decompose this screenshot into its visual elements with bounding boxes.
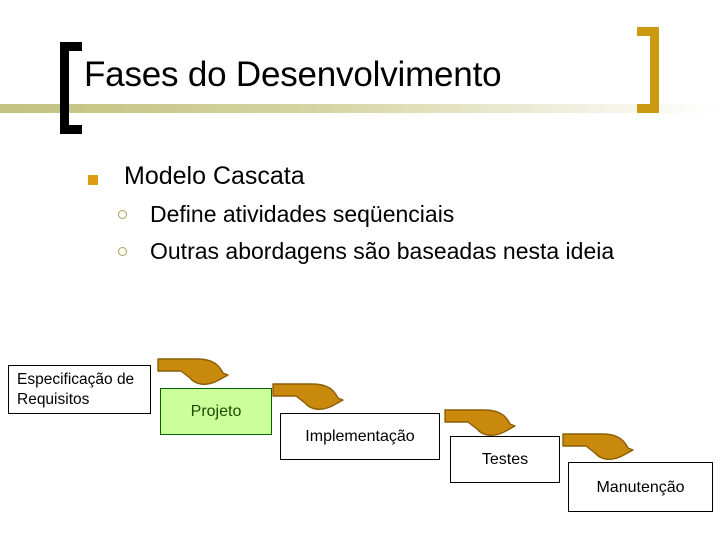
outline-body: Modelo Cascata Define atividades seqüenc… bbox=[0, 158, 720, 268]
flow-box-label: Implementação bbox=[305, 428, 415, 445]
flow-box-label: Especificação de Requisitos bbox=[17, 370, 135, 408]
page-title: Fases do Desenvolvimento bbox=[84, 55, 502, 94]
flow-box-label: Testes bbox=[481, 451, 529, 468]
title-divider-rule bbox=[0, 104, 720, 113]
flow-box-manutencao[interactable]: Manutenção bbox=[568, 462, 713, 512]
outline-level2-label: Define atividades seqüenciais bbox=[150, 201, 455, 227]
flow-box-testes[interactable]: Testes bbox=[450, 436, 560, 483]
flow-box-label: Projeto bbox=[190, 403, 242, 420]
outline-level2-label: Outras abordagens são baseadas nesta ide… bbox=[150, 238, 615, 264]
circle-bullet-icon bbox=[118, 247, 127, 256]
flow-box-label: Manutenção bbox=[596, 478, 685, 496]
slide-title-bar: Fases do Desenvolvimento bbox=[0, 0, 720, 150]
arrow-especificacao-projeto-icon bbox=[157, 358, 229, 385]
square-bullet-icon bbox=[88, 175, 98, 185]
arrow-implementacao-testes-icon bbox=[444, 409, 516, 436]
outline-item-level2-1[interactable]: Define atividades seqüenciais bbox=[0, 198, 720, 231]
right-bracket-decoration bbox=[637, 27, 659, 113]
circle-bullet-icon bbox=[118, 210, 127, 219]
flow-box-projeto[interactable]: Projeto bbox=[160, 388, 272, 435]
arrow-testes-manutencao-icon bbox=[562, 433, 634, 460]
flow-box-implementacao[interactable]: Implementação bbox=[280, 413, 440, 460]
arrow-projeto-implementacao-icon bbox=[272, 383, 344, 410]
outline-item-level1[interactable]: Modelo Cascata bbox=[0, 158, 720, 194]
outline-item-level2-2[interactable]: Outras abordagens são baseadas nesta ide… bbox=[0, 235, 720, 268]
outline-level1-label: Modelo Cascata bbox=[124, 162, 305, 190]
left-bracket-decoration bbox=[60, 42, 82, 134]
flow-box-especificacao[interactable]: Especificação de Requisitos bbox=[8, 365, 151, 414]
